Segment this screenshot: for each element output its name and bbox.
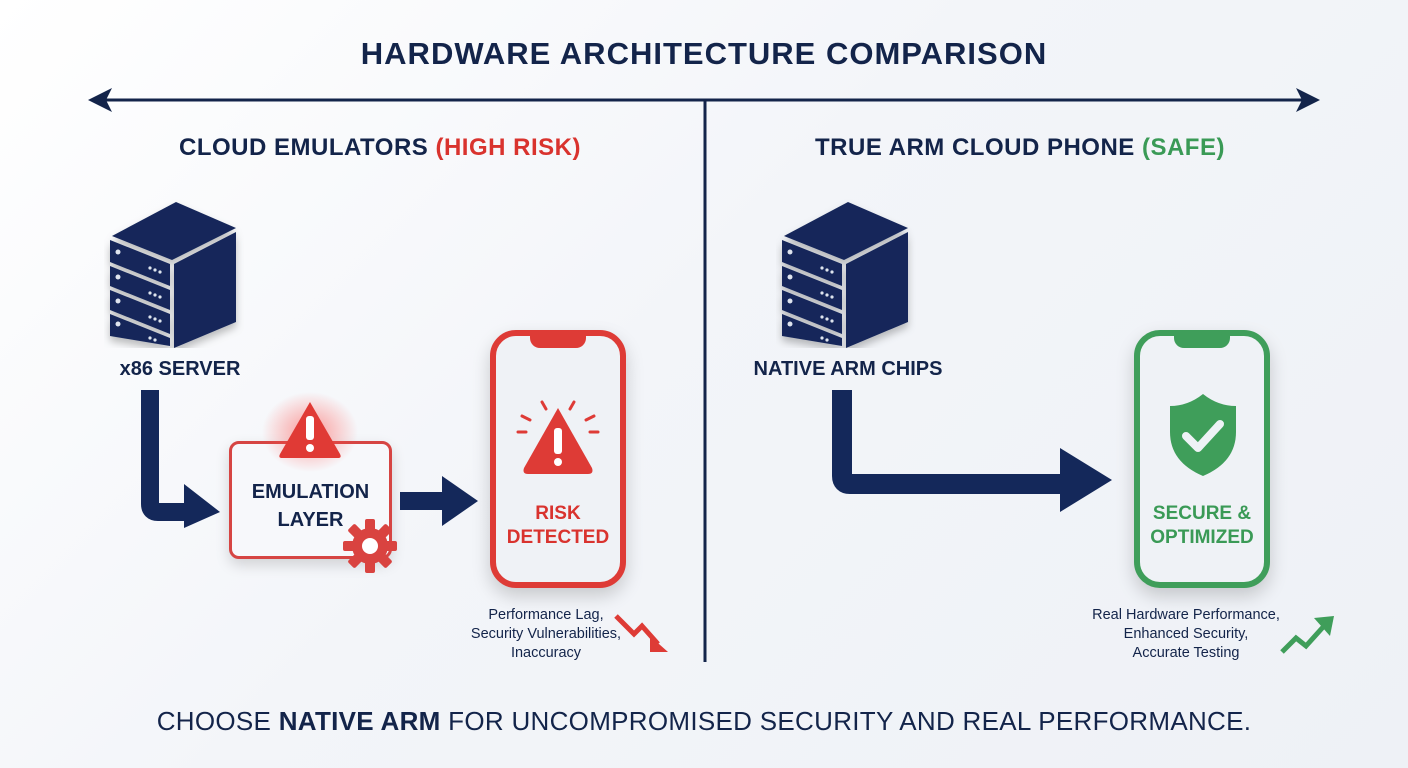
flow-arrow-to-secure-phone bbox=[832, 390, 1112, 512]
x86-server-label: x86 SERVER bbox=[119, 358, 241, 380]
comparison-axis bbox=[88, 88, 1320, 662]
native-arm-chips-label: NATIVE ARM CHIPS bbox=[753, 358, 943, 380]
secure-phone: SECURE & OPTIMIZED bbox=[1134, 330, 1270, 588]
footer-prefix: CHOOSE bbox=[156, 706, 279, 736]
risk-detected-text: RISK DETECTED bbox=[496, 502, 620, 550]
right-notes: Real Hardware Performance, Enhanced Secu… bbox=[1076, 606, 1296, 663]
right-note-1: Real Hardware Performance, bbox=[1092, 607, 1280, 623]
diagram-title: HARDWARE ARCHITECTURE COMPARISON bbox=[360, 36, 1048, 71]
warning-triangle-icon bbox=[262, 392, 358, 472]
left-heading: CLOUD EMULATORS (HIGH RISK) bbox=[100, 134, 660, 162]
secure-line2: OPTIMIZED bbox=[1150, 527, 1254, 548]
right-note-2: Enhanced Security, bbox=[1123, 626, 1249, 642]
left-arrowhead-icon bbox=[88, 88, 112, 112]
risk-phone: RISK DETECTED bbox=[490, 330, 626, 588]
flow-arrow-to-phone bbox=[400, 476, 478, 526]
left-heading-text: CLOUD EMULATORS bbox=[179, 134, 429, 161]
right-arrowhead-icon bbox=[1296, 88, 1320, 112]
left-note-1: Performance Lag, bbox=[488, 607, 604, 623]
risk-line2: DETECTED bbox=[506, 527, 610, 548]
trend-down-icon bbox=[614, 614, 668, 652]
left-notes: Performance Lag, Security Vulnerabilitie… bbox=[436, 606, 656, 663]
phone-notch bbox=[1174, 334, 1230, 348]
safe-tag: (SAFE) bbox=[1141, 134, 1225, 161]
footer-tagline: CHOOSE NATIVE ARM FOR UNCOMPROMISED SECU… bbox=[0, 706, 1408, 737]
left-note-3: Inaccuracy bbox=[510, 645, 582, 661]
emulation-layer-line2: LAYER bbox=[277, 509, 344, 531]
risk-line1: RISK bbox=[535, 503, 581, 524]
phone-notch bbox=[530, 334, 586, 348]
gear-icon bbox=[343, 519, 397, 573]
footer-emphasis: NATIVE ARM bbox=[278, 706, 441, 736]
left-note-2: Security Vulnerabilities, bbox=[470, 626, 622, 642]
shield-check-icon bbox=[1170, 394, 1236, 476]
server-rack-icon bbox=[110, 202, 236, 348]
footer-suffix: FOR UNCOMPROMISED SECURITY AND REAL PERF… bbox=[440, 706, 1252, 736]
alert-triangle-icon bbox=[516, 400, 600, 474]
server-rack-icon bbox=[782, 202, 908, 348]
emulation-layer-line1: EMULATION bbox=[251, 481, 370, 503]
secure-line1: SECURE & bbox=[1152, 503, 1252, 524]
trend-up-icon bbox=[1280, 616, 1334, 654]
high-risk-tag: (HIGH RISK) bbox=[435, 134, 581, 161]
secure-optimized-text: SECURE & OPTIMIZED bbox=[1140, 502, 1264, 550]
right-note-3: Accurate Testing bbox=[1132, 645, 1240, 661]
right-heading: TRUE ARM CLOUD PHONE (SAFE) bbox=[740, 134, 1300, 162]
flow-arrow-to-emulation bbox=[141, 390, 220, 528]
right-heading-text: TRUE ARM CLOUD PHONE bbox=[815, 134, 1135, 161]
